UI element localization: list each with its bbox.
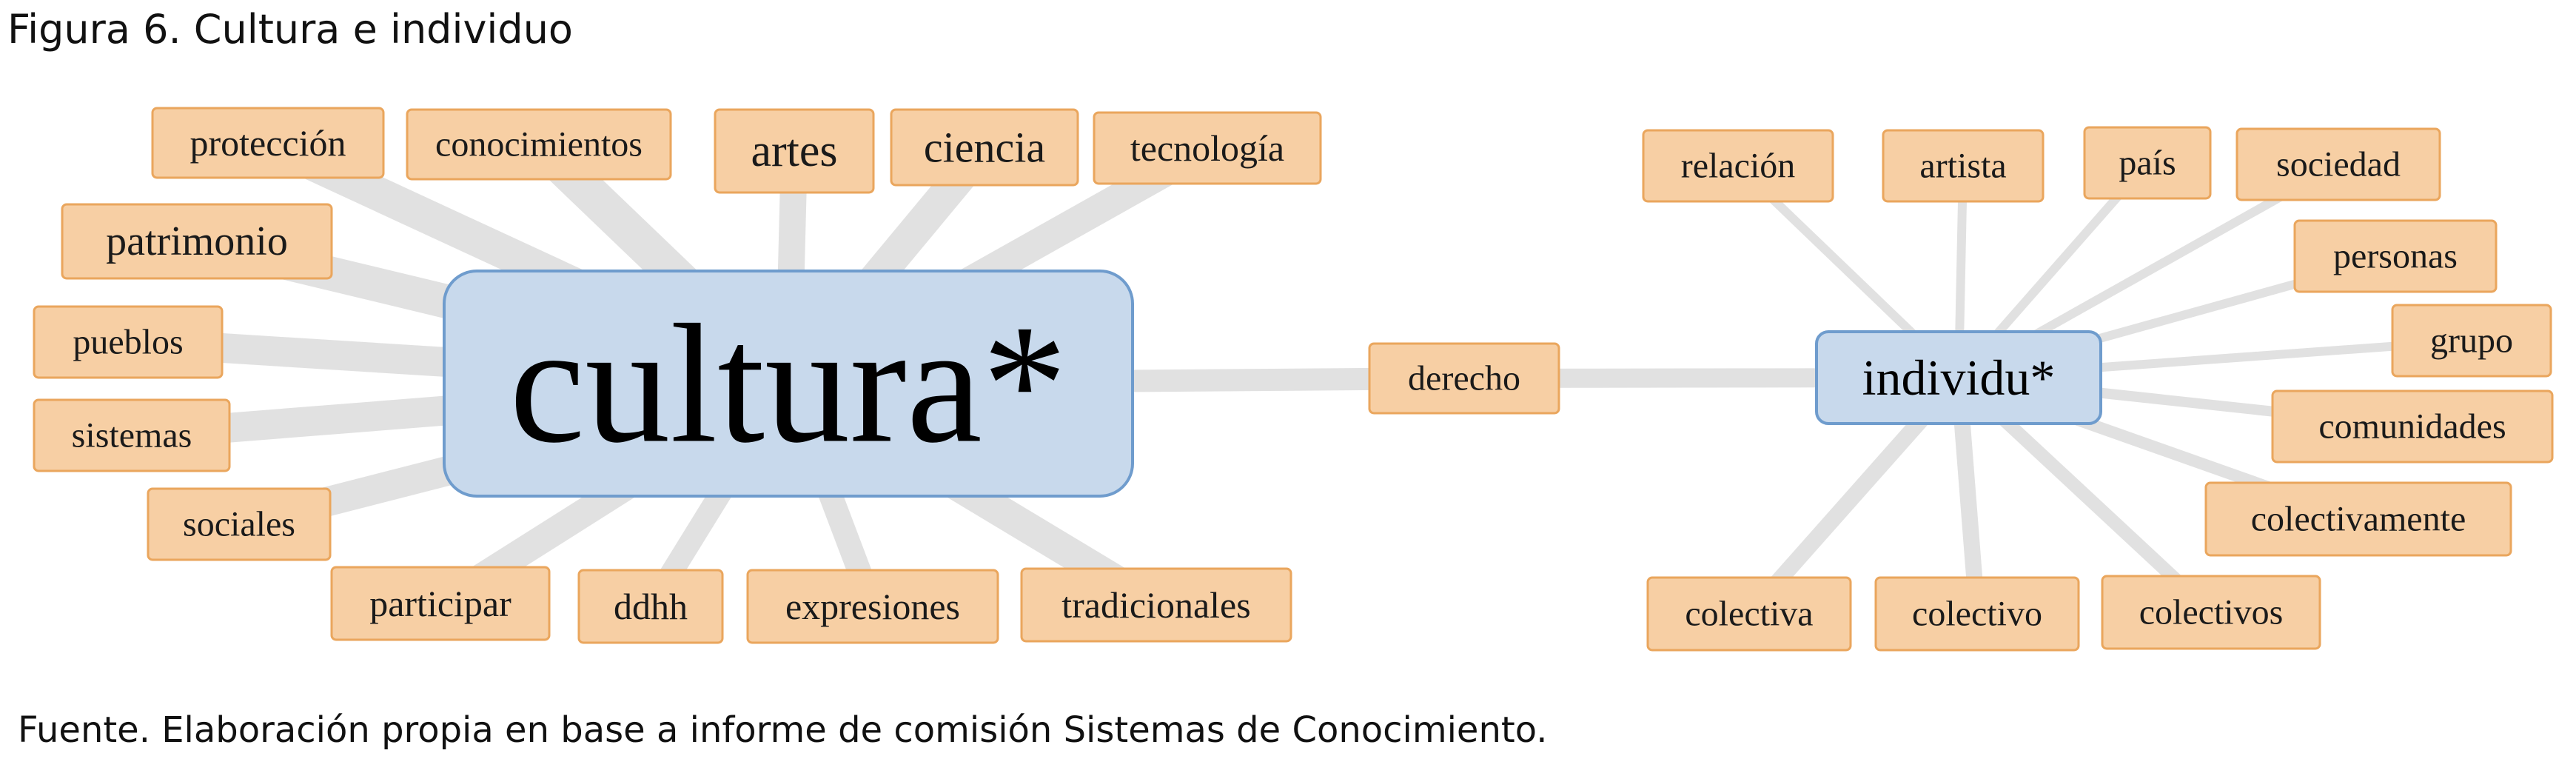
word-box-relacion: relación: [1642, 129, 1834, 203]
word-box-artista-background: [1882, 129, 2045, 203]
word-box-sociales-label: sociales: [183, 505, 295, 544]
word-box-patrimonio: patrimonio: [61, 203, 333, 280]
word-box-colectiva-label: colectiva: [1685, 595, 1813, 634]
hub-cultura-background: [443, 270, 1134, 498]
word-box-colectivos-background: [2101, 575, 2321, 650]
word-box-sociedad-label: sociedad: [2276, 145, 2401, 184]
nodes-layer: protección conocimientos artes ciencia tecno…: [33, 107, 2554, 652]
word-box-personas-background: [2293, 219, 2498, 293]
word-box-colectivamente-label: colectivamente: [2251, 500, 2466, 539]
word-box-colectiva: colectiva: [1646, 576, 1852, 652]
word-box-expresiones: expresiones: [746, 569, 999, 644]
word-box-ciencia-background: [890, 108, 1079, 187]
word-box-participar-label: participar: [369, 583, 511, 624]
word-box-participar-background: [330, 566, 551, 641]
word-box-colectivo-label: colectivo: [1912, 595, 2042, 634]
word-box-sociales: sociales: [147, 487, 332, 561]
word-box-expresiones-label: expresiones: [785, 586, 960, 627]
word-box-tradicionales: tradicionales: [1020, 567, 1292, 643]
word-box-pueblos: pueblos: [33, 305, 224, 379]
word-box-colectiva-background: [1646, 576, 1852, 652]
word-box-conocimientos: conocimientos: [406, 108, 672, 181]
word-box-personas: personas: [2293, 219, 2498, 293]
word-box-expresiones-background: [746, 569, 999, 644]
hub-cultura: cultura*: [443, 270, 1134, 498]
word-box-pais-background: [2083, 126, 2212, 200]
word-box-ddhh: ddhh: [577, 569, 724, 644]
word-box-colectivamente-background: [2204, 481, 2512, 557]
word-box-colectivos-label: colectivos: [2139, 593, 2284, 632]
word-box-artista: artista: [1882, 129, 2045, 203]
word-box-pueblos-background: [33, 305, 224, 379]
word-box-proteccion-background: [151, 107, 385, 179]
word-box-colectivos: colectivos: [2101, 575, 2321, 650]
source-note: Fuente. Elaboración propia en base a inf…: [18, 709, 1548, 751]
word-box-grupo-background: [2391, 304, 2552, 378]
word-box-tradicionales-label: tradicionales: [1061, 584, 1250, 626]
hub-individu-label: individu*: [1862, 349, 2056, 406]
word-box-colectivo: colectivo: [1874, 576, 2080, 652]
word-box-tradicionales-background: [1020, 567, 1292, 643]
figure-title: Figura 6. Cultura e individuo: [7, 6, 573, 53]
word-box-patrimonio-label: patrimonio: [106, 218, 288, 264]
hub-cultura-label: cultura*: [509, 290, 1067, 478]
word-box-relacion-background: [1642, 129, 1834, 203]
hub-individu-background: [1815, 330, 2102, 425]
word-box-sistemas-label: sistemas: [72, 416, 192, 455]
word-box-tecnologia-background: [1093, 111, 1322, 185]
word-box-tecnologia: tecnología: [1093, 111, 1322, 185]
word-box-grupo: grupo: [2391, 304, 2552, 378]
word-box-conocimientos-background: [406, 108, 672, 181]
word-box-ciencia-label: ciencia: [924, 124, 1045, 172]
word-box-grupo-label: grupo: [2430, 321, 2513, 361]
word-box-sistemas: sistemas: [33, 398, 231, 472]
word-box-ddhh-background: [577, 569, 724, 644]
word-box-comunidades-label: comunidades: [2318, 407, 2506, 446]
word-box-sistemas-background: [33, 398, 231, 472]
word-box-ddhh-label: ddhh: [614, 586, 688, 627]
word-box-artes: artes: [714, 108, 875, 194]
word-box-conocimientos-label: conocimientos: [435, 125, 643, 164]
word-box-proteccion-label: protección: [189, 122, 346, 164]
word-box-patrimonio-background: [61, 203, 333, 280]
word-box-derecho: derecho: [1368, 342, 1560, 415]
word-box-sociedad-background: [2235, 127, 2441, 201]
word-box-artista-label: artista: [1919, 147, 2006, 186]
word-box-relacion-label: relación: [1681, 147, 1796, 186]
word-box-participar: participar: [330, 566, 551, 641]
word-box-colectivo-background: [1874, 576, 2080, 652]
word-box-pais-label: país: [2119, 144, 2176, 183]
word-box-artes-background: [714, 108, 875, 194]
word-box-personas-label: personas: [2333, 237, 2458, 276]
word-box-sociales-background: [147, 487, 332, 561]
word-box-comunidades-background: [2271, 389, 2554, 464]
word-box-sociedad: sociedad: [2235, 127, 2441, 201]
word-box-ciencia: ciencia: [890, 108, 1079, 187]
hub-individu: individu*: [1815, 330, 2102, 425]
word-box-artes-label: artes: [751, 126, 837, 176]
word-box-derecho-label: derecho: [1408, 359, 1520, 398]
word-box-colectivamente: colectivamente: [2204, 481, 2512, 557]
word-box-pais: país: [2083, 126, 2212, 200]
word-box-pueblos-label: pueblos: [73, 323, 183, 362]
word-box-proteccion: protección: [151, 107, 385, 179]
word-box-comunidades: comunidades: [2271, 389, 2554, 464]
word-box-derecho-background: [1368, 342, 1560, 415]
word-box-tecnologia-label: tecnología: [1130, 127, 1284, 169]
